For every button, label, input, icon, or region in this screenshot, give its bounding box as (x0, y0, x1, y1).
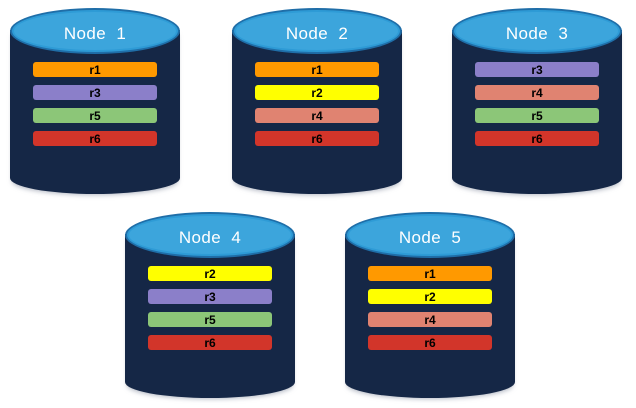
node-label: Node 3 (505, 24, 569, 43)
node-label: Node 4 (178, 228, 242, 247)
replica-label: r2 (424, 289, 436, 304)
replica-bar-r6[interactable]: r6 (474, 131, 600, 146)
replica-list: r2 r3 r5 r6 (125, 266, 295, 350)
replica-bar-r5[interactable]: r5 (474, 108, 600, 123)
cylinder-top-face (456, 12, 618, 50)
replica-bar-r6[interactable]: r6 (32, 131, 158, 146)
replica-label: r4 (424, 312, 436, 327)
node-label: Node 5 (398, 228, 462, 247)
cylinder-top-face (349, 216, 511, 254)
database-node-2[interactable]: Node 2 r1 r2 r4 r6 (232, 8, 402, 194)
node-label: Node 1 (63, 24, 127, 43)
replica-label: r6 (424, 335, 436, 350)
replica-bar-r2[interactable]: r2 (254, 85, 380, 100)
replica-bar-r2[interactable]: r2 (147, 266, 273, 281)
replica-bar-r3[interactable]: r3 (147, 289, 273, 304)
cylinder-top-ellipse (10, 8, 180, 54)
replica-bar-r6[interactable]: r6 (367, 335, 493, 350)
replica-bar-r1[interactable]: r1 (254, 62, 380, 77)
replica-label: r5 (89, 108, 101, 123)
replica-bar-r6[interactable]: r6 (147, 335, 273, 350)
database-node-5[interactable]: Node 5 r1 r2 r4 r6 (345, 212, 515, 398)
cylinder-top-ellipse (345, 212, 515, 258)
replica-bar-r5[interactable]: r5 (32, 108, 158, 123)
replica-label: r2 (204, 266, 216, 281)
replica-list: r1 r2 r4 r6 (345, 266, 515, 350)
replica-label: r6 (311, 131, 323, 146)
replica-bar-r3[interactable]: r3 (32, 85, 158, 100)
cylinder-top-face (14, 12, 176, 50)
replica-label: r4 (311, 108, 323, 123)
replica-bar-r5[interactable]: r5 (147, 312, 273, 327)
replica-bar-r4[interactable]: r4 (254, 108, 380, 123)
replica-label: r1 (311, 62, 323, 77)
replica-list: r1 r2 r4 r6 (232, 62, 402, 146)
replica-label: r3 (531, 62, 543, 77)
replica-label: r6 (531, 131, 543, 146)
replica-label: r6 (89, 131, 101, 146)
replica-bar-r4[interactable]: r4 (474, 85, 600, 100)
database-node-4[interactable]: Node 4 r2 r3 r5 r6 (125, 212, 295, 398)
cylinder-top-face (236, 12, 398, 50)
replica-label: r1 (89, 62, 101, 77)
replica-label: r3 (204, 289, 216, 304)
replica-list: r3 r4 r5 r6 (452, 62, 622, 146)
replica-label: r6 (204, 335, 216, 350)
replica-label: r2 (311, 85, 323, 100)
replica-bar-r4[interactable]: r4 (367, 312, 493, 327)
database-node-1[interactable]: Node 1 r1 r3 r5 r6 (10, 8, 180, 194)
replica-bar-r2[interactable]: r2 (367, 289, 493, 304)
replica-label: r5 (204, 312, 216, 327)
replica-label: r5 (531, 108, 543, 123)
cylinder-top-ellipse (452, 8, 622, 54)
database-node-3[interactable]: Node 3 r3 r4 r5 r6 (452, 8, 622, 194)
cylinder-top-ellipse (232, 8, 402, 54)
replica-bar-r1[interactable]: r1 (32, 62, 158, 77)
replica-bar-r1[interactable]: r1 (367, 266, 493, 281)
replica-list: r1 r3 r5 r6 (10, 62, 180, 146)
replica-label: r4 (531, 85, 543, 100)
replica-bar-r3[interactable]: r3 (474, 62, 600, 77)
replica-bar-r6[interactable]: r6 (254, 131, 380, 146)
node-label: Node 2 (285, 24, 349, 43)
replica-label: r3 (89, 85, 101, 100)
cylinder-top-face (129, 216, 291, 254)
replica-label: r1 (424, 266, 436, 281)
cylinder-top-ellipse (125, 212, 295, 258)
